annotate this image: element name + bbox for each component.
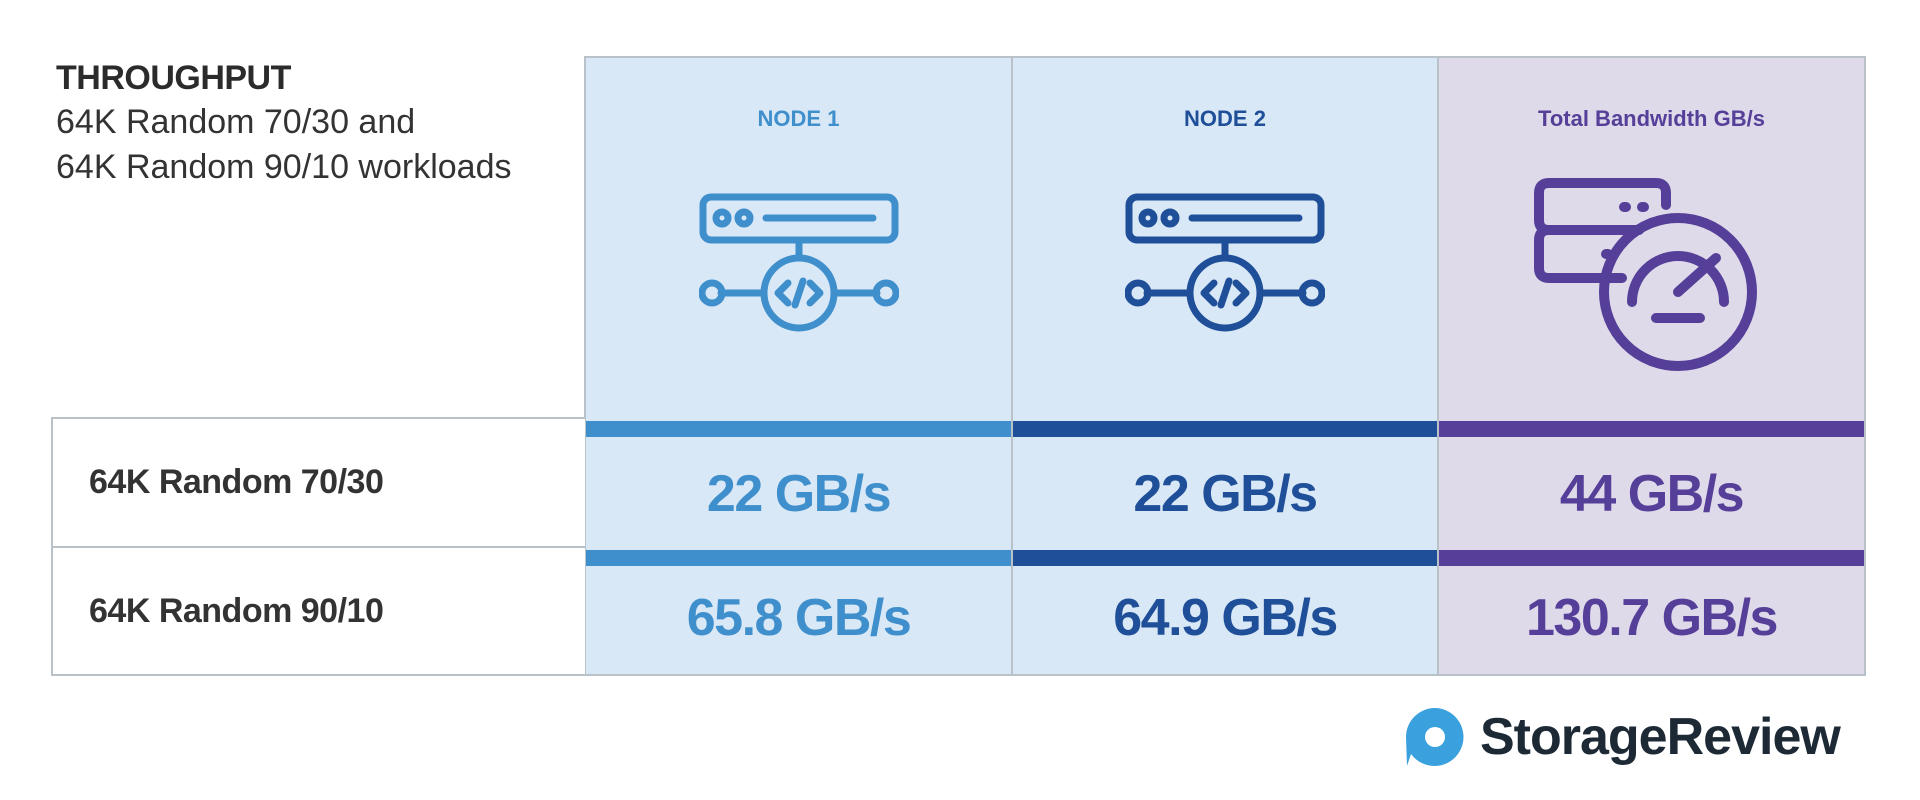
value-70-30-node-2: 22 GB/s [1133, 465, 1318, 523]
stripe-row-2 [586, 550, 1011, 566]
value-70-30-node-1: 22 GB/s [706, 465, 892, 523]
column-header-node-1: NODE 1 [757, 106, 840, 131]
logo-text: StorageReview [1480, 708, 1841, 766]
column-node-1: NODE 1 22 GB/s 65.8 GB/s [584, 56, 1012, 676]
value-90-10-node-1: 65.8 GB/s [686, 589, 912, 647]
column-header-total-bandwidth: Total Bandwidth GB/s [1538, 106, 1765, 131]
column-total-bandwidth: Total Bandwidth GB/s 44 GB/s 130.7 GB/s [1438, 56, 1866, 676]
column-node-2: NODE 2 22 GB/s 64.9 GB/s [1012, 56, 1438, 676]
chart-subtitle-line-1: 64K Random 70/30 and [56, 103, 416, 141]
server-code-node-icon [698, 193, 899, 332]
stripe-row-1 [1439, 421, 1864, 437]
stripe-row-2 [1439, 550, 1864, 566]
server-code-node-icon [1125, 193, 1325, 332]
server-speedometer-icon [1533, 178, 1757, 371]
chart-title: THROUGHPUT [56, 59, 291, 97]
value-70-30-total: 44 GB/s [1559, 465, 1745, 523]
chart-heading: THROUGHPUT 64K Random 70/30 and 64K Rand… [56, 56, 512, 190]
column-header-node-2: NODE 2 [1184, 106, 1266, 131]
storagereview-logo-icon [1406, 708, 1464, 766]
value-90-10-total: 130.7 GB/s [1526, 589, 1778, 647]
stripe-row-2 [1013, 550, 1437, 566]
stripe-row-1 [1013, 421, 1437, 437]
storagereview-logo: StorageReview [1404, 706, 1841, 768]
chart-subtitle-line-2: 64K Random 90/10 workloads [56, 148, 512, 186]
row-label-90-10: 64K Random 90/10 [89, 591, 384, 630]
value-90-10-node-2: 64.9 GB/s [1113, 589, 1338, 647]
stripe-row-1 [586, 421, 1011, 437]
row-labels: 64K Random 70/30 64K Random 90/10 [51, 417, 585, 676]
row-label-70-30: 64K Random 70/30 [53, 419, 585, 548]
